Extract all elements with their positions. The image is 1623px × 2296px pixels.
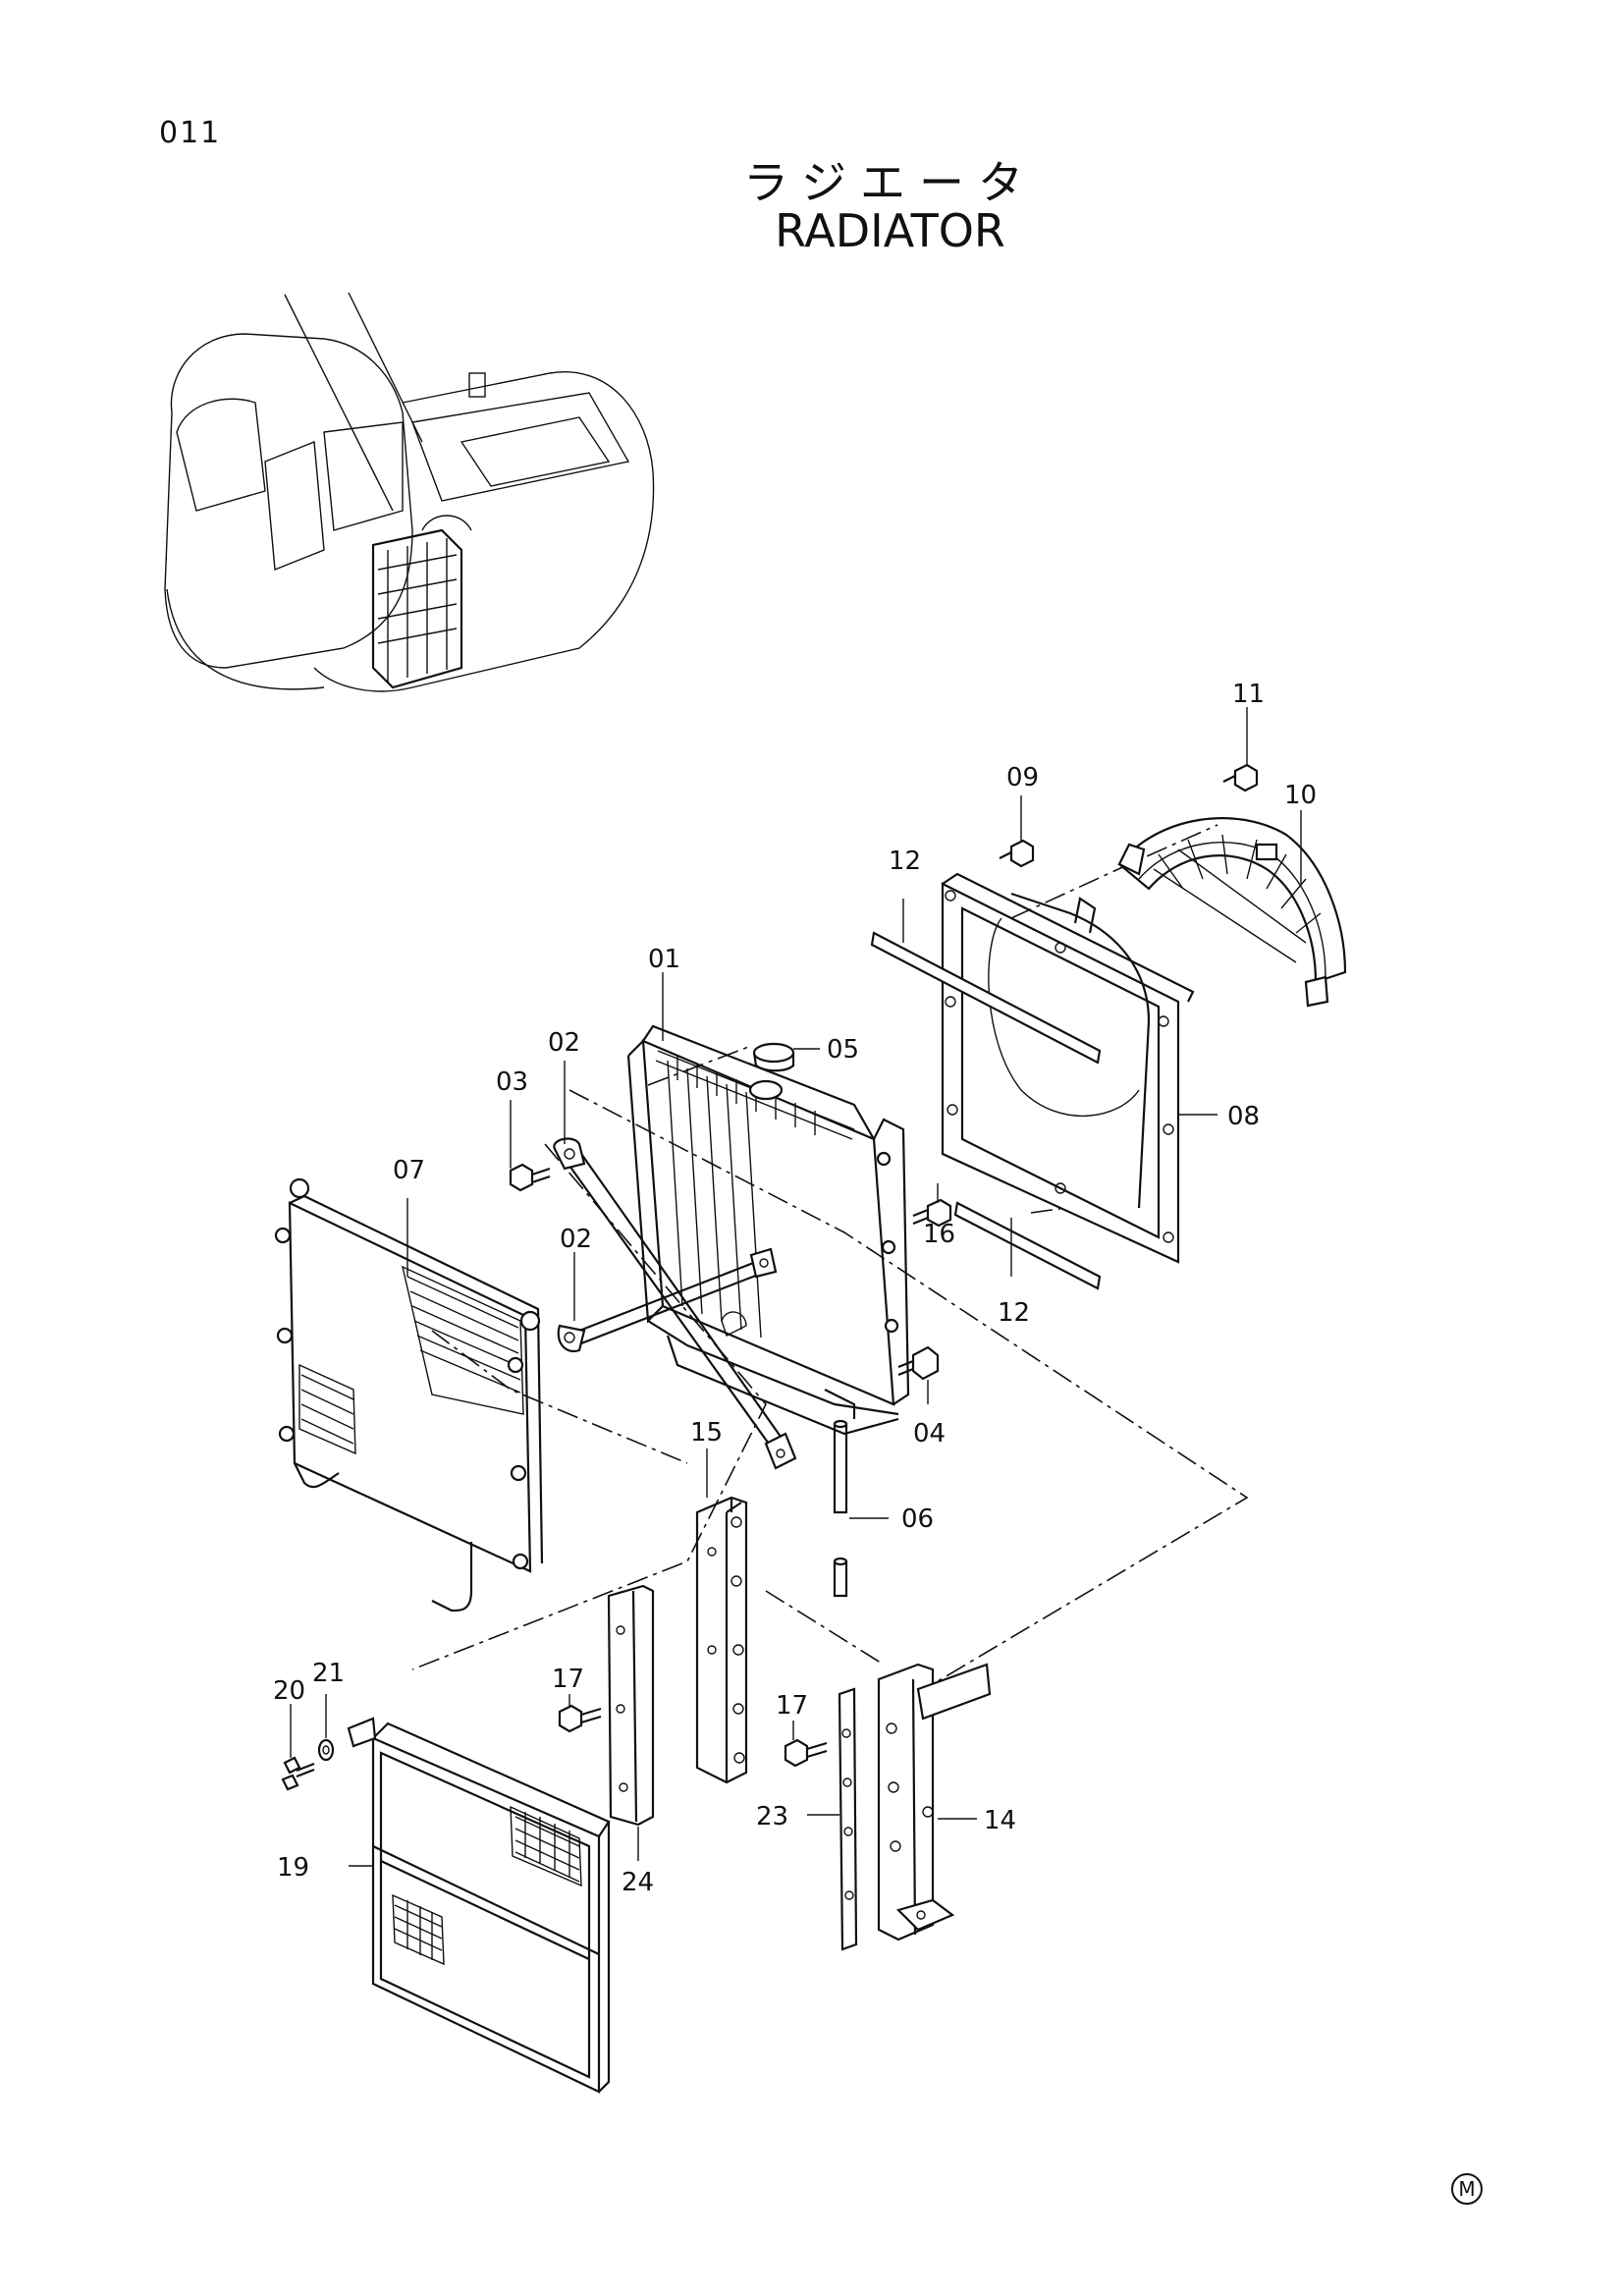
part-labels: 01 02 02 03 04 05 06 07 08 09 10 11 12 1… bbox=[273, 680, 1317, 1897]
part-label-10: 10 bbox=[1284, 781, 1317, 810]
part-label-09: 09 bbox=[1006, 763, 1039, 793]
mounting-bracket bbox=[607, 1584, 655, 1827]
bolt bbox=[1222, 763, 1259, 793]
part-label-15: 15 bbox=[690, 1418, 723, 1448]
radiator-cap bbox=[752, 1042, 795, 1072]
part-label-11: 11 bbox=[1232, 680, 1265, 709]
manufacturer-mark: M bbox=[1451, 2173, 1483, 2205]
seal-strip bbox=[870, 931, 1102, 1290]
fan-shroud bbox=[941, 872, 1195, 1264]
excavator-locator-view bbox=[164, 292, 655, 692]
part-label-14: 14 bbox=[984, 1806, 1016, 1835]
assembly-lines bbox=[411, 824, 1249, 1685]
bolt bbox=[999, 839, 1035, 868]
bolt bbox=[912, 1198, 952, 1228]
title-japanese: ラジエータ bbox=[742, 156, 1038, 209]
fan-guard bbox=[1117, 817, 1347, 1008]
washer bbox=[317, 1738, 335, 1762]
bolt bbox=[784, 1738, 828, 1768]
part-label-01: 01 bbox=[648, 945, 680, 974]
radiator-screen bbox=[347, 1717, 611, 2094]
part-label-24: 24 bbox=[622, 1868, 654, 1897]
part-label-21: 21 bbox=[312, 1659, 345, 1688]
part-label-16: 16 bbox=[923, 1220, 955, 1249]
part-label-19: 19 bbox=[277, 1853, 309, 1883]
leader-lines bbox=[290, 707, 1302, 1867]
part-label-02: 02 bbox=[560, 1225, 592, 1254]
bolt bbox=[558, 1704, 602, 1733]
part-label-12: 12 bbox=[998, 1298, 1030, 1328]
mounting-plate bbox=[838, 1687, 858, 1951]
mounting-bracket bbox=[877, 1663, 992, 1941]
part-label-17: 17 bbox=[776, 1691, 808, 1721]
title-english: RADIATOR bbox=[775, 204, 1005, 257]
part-label-03: 03 bbox=[496, 1067, 528, 1097]
page-number: 011 bbox=[159, 116, 222, 150]
part-label-05: 05 bbox=[827, 1035, 859, 1065]
mounting-bracket bbox=[695, 1496, 748, 1784]
part-label-08: 08 bbox=[1227, 1102, 1260, 1131]
part-label-20: 20 bbox=[273, 1676, 305, 1706]
part-label-04: 04 bbox=[913, 1419, 946, 1449]
wing-bolt bbox=[281, 1756, 315, 1791]
oil-cooler bbox=[274, 1177, 544, 1613]
part-label-07: 07 bbox=[393, 1156, 425, 1185]
drain-bolt bbox=[897, 1345, 940, 1381]
part-label-02: 02 bbox=[548, 1028, 580, 1058]
pipe bbox=[833, 1419, 848, 1598]
radiator-stay bbox=[553, 1137, 797, 1470]
part-label-23: 23 bbox=[756, 1802, 788, 1831]
radiator-core bbox=[626, 1024, 910, 1436]
part-label-12: 12 bbox=[889, 847, 921, 876]
bolt bbox=[509, 1163, 551, 1192]
part-label-17: 17 bbox=[552, 1665, 584, 1694]
part-label-06: 06 bbox=[901, 1504, 934, 1534]
